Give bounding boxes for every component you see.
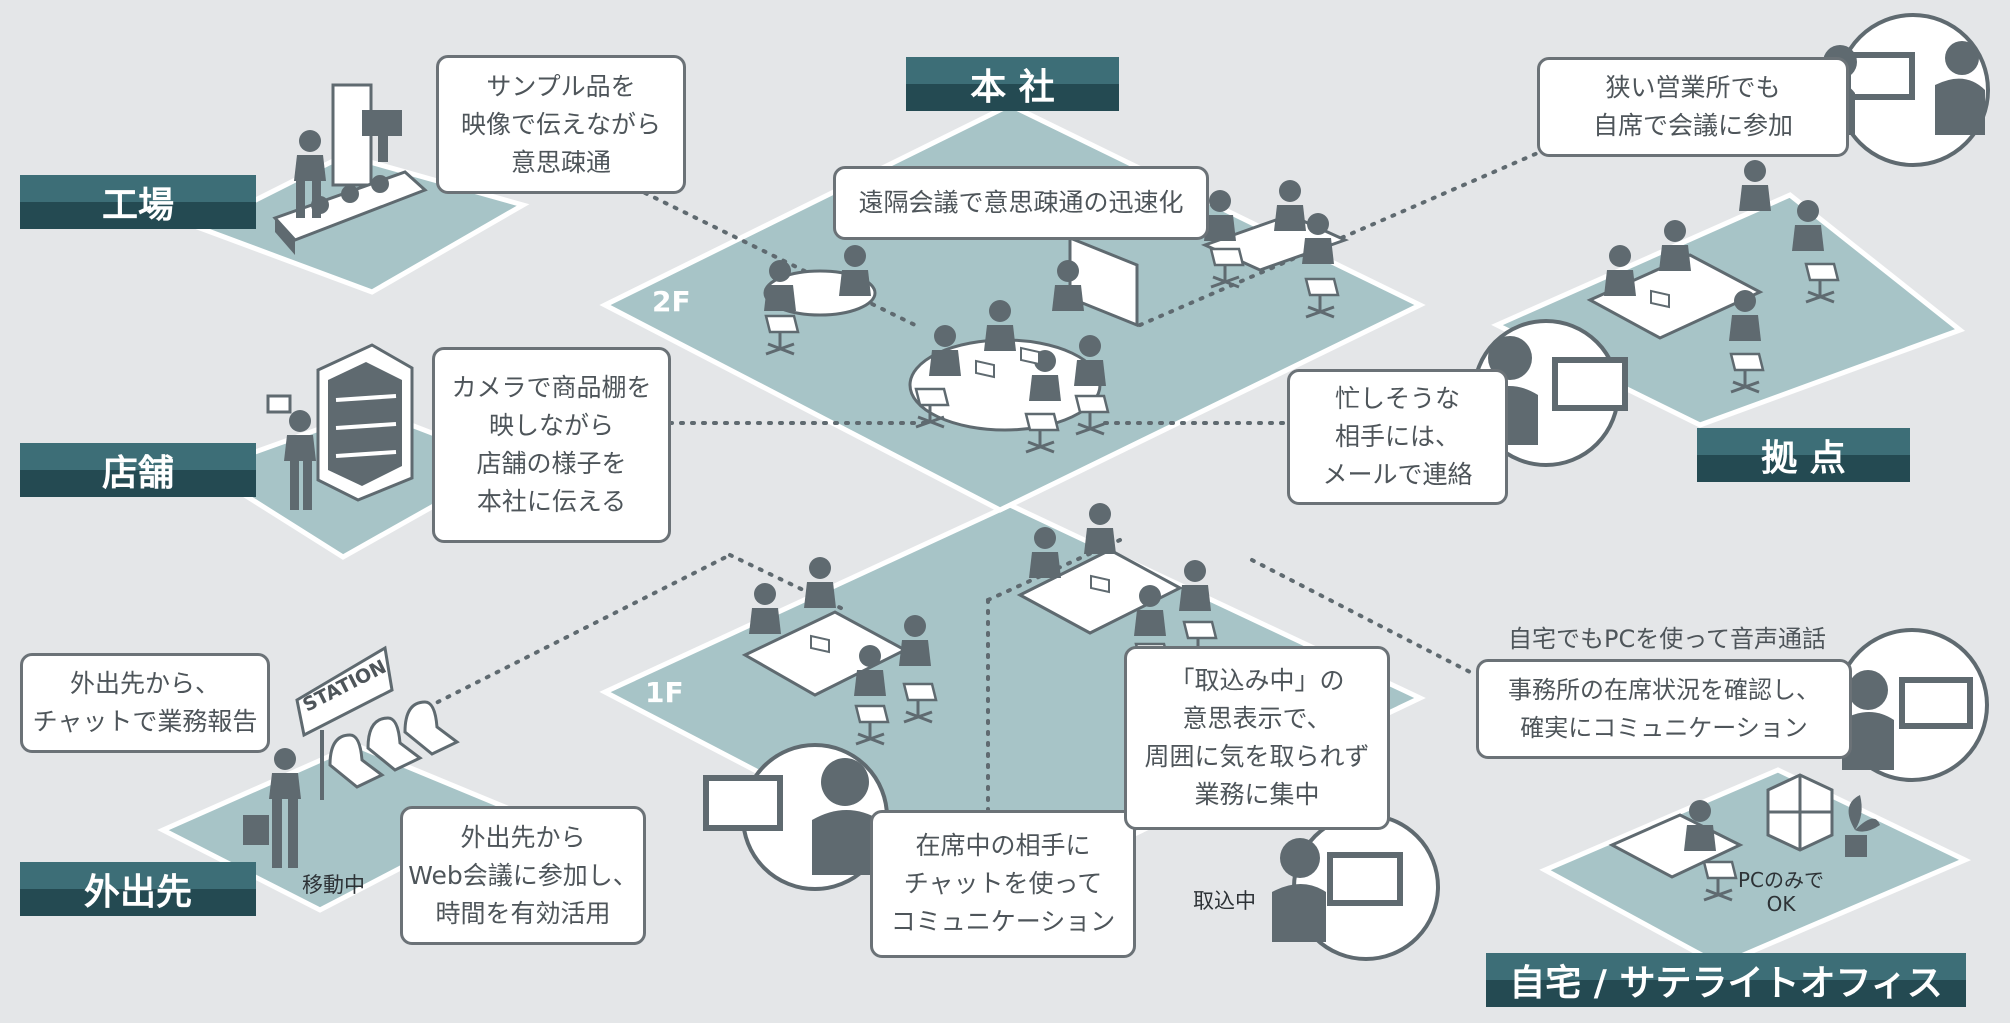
- place-label-factory: 工場: [20, 175, 256, 229]
- callout-line: サンプル品を: [486, 71, 636, 101]
- callout-store: カメラで商品棚を 映しながら 店舗の様子を 本社に伝える: [432, 347, 671, 543]
- callout-line: コミュニケーション: [890, 907, 1116, 936]
- home-office: [1608, 773, 1880, 902]
- connector-lines: [416, 150, 1542, 812]
- callout-line: 相手には、: [1334, 422, 1460, 451]
- callout-factory: サンプル品を 映像で伝えながら 意思疎通: [436, 55, 686, 194]
- badge-busy-status: [1272, 813, 1440, 961]
- callout-line: 外出先から: [460, 822, 586, 852]
- pc-only-label: PCのみで OK: [1738, 868, 1824, 916]
- callout-line: チャットで業務報告: [32, 707, 258, 736]
- callout-line: 意思疎通: [510, 147, 611, 177]
- callout-line: 時間を有効活用: [435, 898, 611, 928]
- pc-badges: [703, 13, 1990, 961]
- badge-1f-chat: [703, 743, 889, 891]
- home-voice-label: 自宅でもPCを使って音声通話: [1508, 625, 1827, 653]
- callout-small-office: 狭い営業所でも 自席で会議に参加: [1537, 57, 1849, 157]
- factory-machine: [272, 83, 428, 255]
- callout-line: 業務に集中: [1194, 780, 1320, 809]
- callout-line: 店舗の様子を: [476, 449, 627, 478]
- callout-line: 意思表示で、: [1182, 704, 1332, 733]
- busy-tag-label: 取込中: [1193, 889, 1256, 913]
- base-office-desks: [1586, 160, 1840, 394]
- place-label-base: 拠 点: [1697, 428, 1910, 482]
- moving-label: 移動中: [302, 873, 365, 897]
- floor-2f-label: 2F: [652, 285, 691, 318]
- hq-1f-desks: [741, 503, 1218, 746]
- callout-line: 忙しそうな: [1334, 384, 1460, 413]
- callout-line: 映像で伝えながら: [460, 109, 661, 139]
- store-shelf: [266, 343, 414, 510]
- floor-1f-label: 1F: [645, 676, 684, 709]
- callout-line: チャットを使って: [903, 869, 1103, 898]
- place-label-hq: 本 社: [906, 57, 1119, 111]
- callout-line: 映しながら: [488, 411, 614, 440]
- place-label-store: 店舗: [20, 443, 256, 497]
- callout-chat-report: 外出先から、 チャットで業務報告: [20, 653, 270, 753]
- callout-line: Web会議に参加し、: [408, 860, 638, 890]
- callout-hq: 遠隔会議で意思疎通の迅速化: [833, 166, 1209, 240]
- callout-chat-seat: 在席中の相手に チャットを使って コミュニケーション: [870, 810, 1136, 958]
- place-label-outside: 外出先: [20, 862, 256, 916]
- callout-line: 狭い営業所でも: [1605, 73, 1781, 102]
- hq-2f-meeting: [763, 180, 1350, 454]
- callout-home-check: 事務所の在席状況を確認し、 確実にコミュニケーション: [1476, 659, 1852, 759]
- callout-line: 本社に伝える: [476, 487, 627, 516]
- badge-home-voice: [1835, 628, 1989, 782]
- place-label-home: 自宅 / サテライトオフィス: [1486, 953, 1966, 1007]
- callout-busy-status: 「取込み中」の 意思表示で、 周囲に気を取られず 業務に集中: [1124, 646, 1390, 830]
- callout-line: 遠隔会議で意思疎通の迅速化: [858, 188, 1184, 217]
- callout-line: 「取込み中」の: [1169, 666, 1345, 695]
- callout-line: 外出先から、: [69, 669, 220, 698]
- callout-web-meeting: 外出先から Web会議に参加し、 時間を有効活用: [400, 806, 646, 945]
- pc-only-line-2: OK: [1766, 892, 1796, 916]
- callout-line: 在席中の相手に: [915, 831, 1091, 860]
- callout-line: 周囲に気を取られず: [1144, 742, 1370, 771]
- callout-busy: 忙しそうな 相手には、 メールで連絡: [1287, 369, 1508, 505]
- callout-line: メールで連絡: [1322, 460, 1473, 489]
- callout-line: 事務所の在席状況を確認し、: [1508, 676, 1820, 704]
- pc-only-line-1: PCのみで: [1738, 868, 1825, 892]
- callout-line: 確実にコミュニケーション: [1520, 714, 1808, 742]
- callout-line: 自席で会議に参加: [1592, 111, 1793, 140]
- callout-line: カメラで商品棚を: [451, 373, 652, 402]
